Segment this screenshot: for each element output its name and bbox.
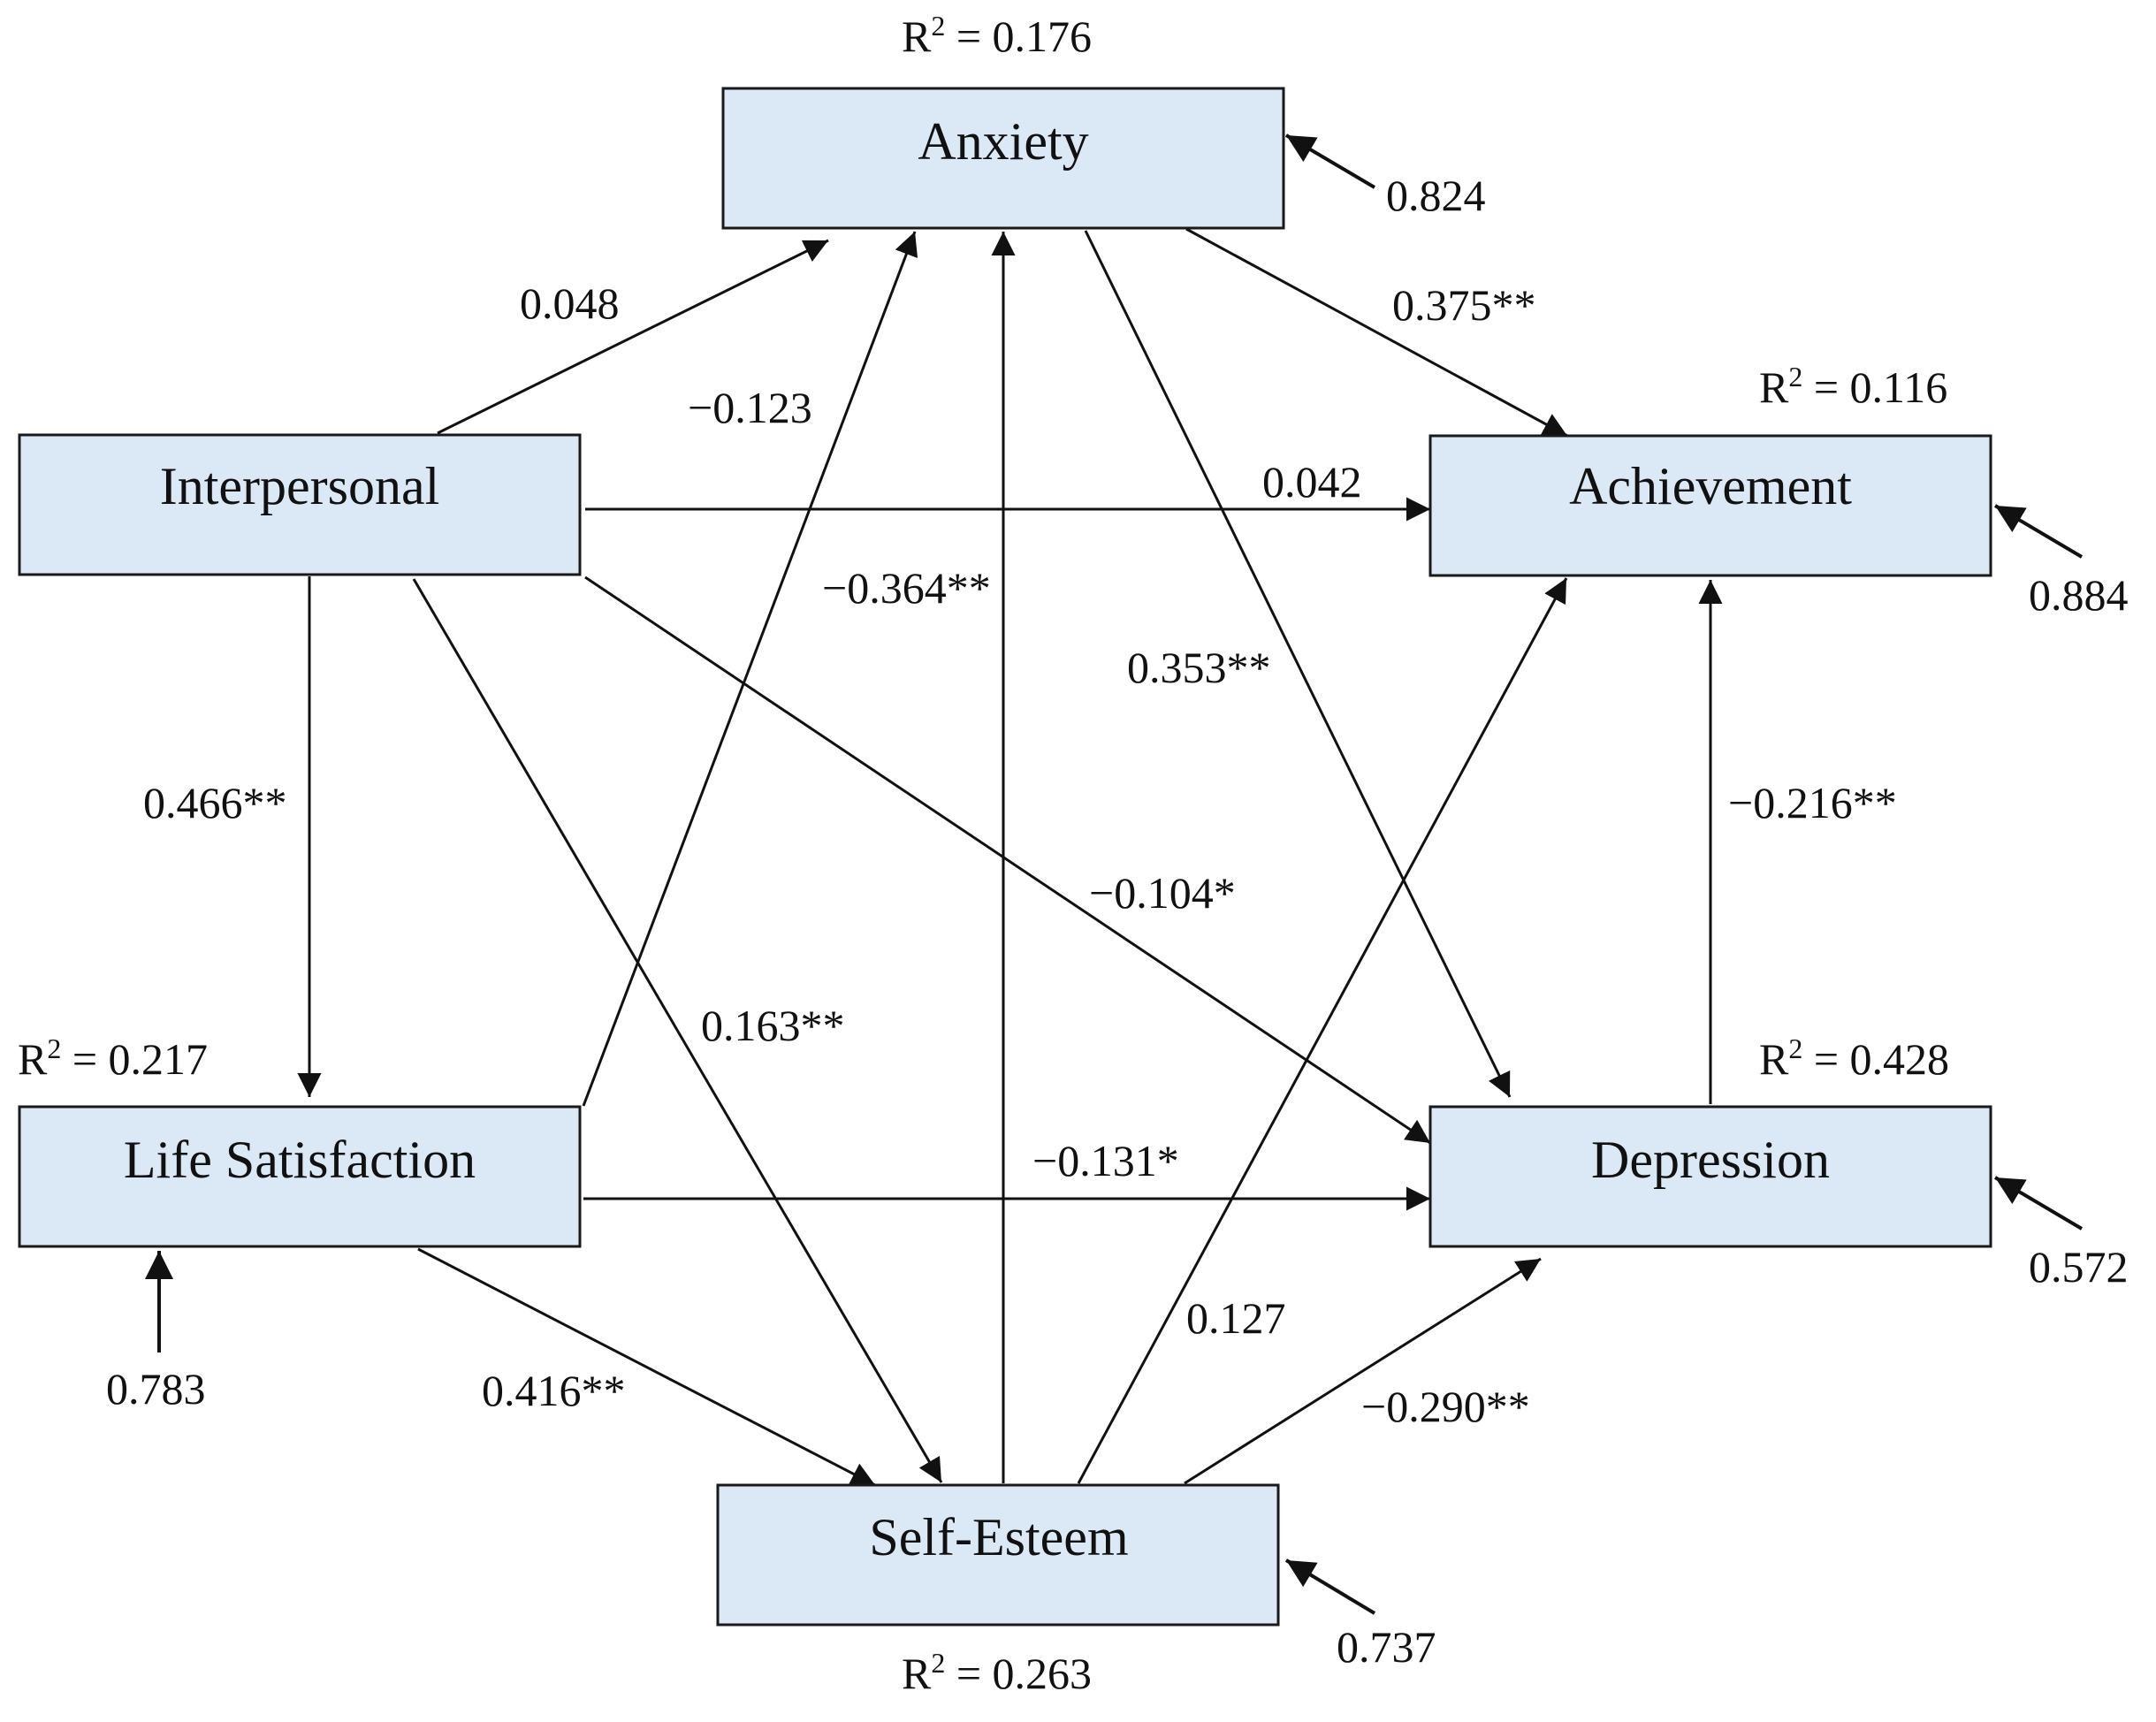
residual-arrow-depression [1993, 1176, 2084, 1231]
node-label-anxiety: Anxiety [918, 112, 1088, 171]
coef-lifesat-selfesteem: 0.416** [482, 1366, 626, 1415]
r2-label-self-esteem: R2 = 0.263 [902, 1647, 1092, 1698]
coef-selfesteem-achievement: 0.127 [1186, 1293, 1286, 1343]
residual-arrow-anxiety [1284, 133, 1376, 189]
node-interpersonal: Interpersonal [18, 433, 582, 576]
r2-label-anxiety: R2 = 0.176 [902, 10, 1092, 61]
coef-selfesteem-depression: −0.290** [1361, 1382, 1530, 1431]
coef-lifesat-anxiety: −0.123 [688, 383, 812, 432]
r2-label-life-satisfaction: R2 = 0.217 [18, 1032, 208, 1084]
coef-interpersonal-anxiety: 0.048 [520, 278, 620, 328]
residual-value-depression: 0.572 [2029, 1242, 2129, 1292]
node-anxiety: Anxiety [721, 87, 1285, 230]
node-label-life-satisfaction: Life Satisfaction [124, 1131, 476, 1189]
r2-label-achievement: R2 = 0.116 [1759, 361, 1947, 412]
residual-value-achievement: 0.884 [2029, 570, 2129, 620]
coef-anxiety-achievement: 0.375** [1392, 280, 1536, 330]
path-arrow-selfesteem-depression [1184, 1257, 1542, 1485]
path-arrow-anxiety-achievement [1185, 227, 1568, 438]
path-arrow-lifesat-anxiety [582, 231, 918, 1107]
path-arrow-interpersonal-depression [584, 575, 1431, 1145]
node-label-interpersonal: Interpersonal [160, 457, 440, 515]
node-label-self-esteem: Self-Esteem [869, 1508, 1128, 1566]
path-arrow-lifesat-selfesteem [417, 1247, 876, 1487]
path-arrow-selfesteem-achievement [1077, 577, 1568, 1484]
coef-interpersonal-achievement: 0.042 [1262, 457, 1362, 507]
residual-value-self-esteem: 0.737 [1337, 1622, 1436, 1672]
path-arrow-interpersonal-selfesteem [412, 578, 943, 1483]
coef-lifesat-depression: −0.131* [1032, 1136, 1179, 1185]
node-life-satisfaction: Life Satisfaction [18, 1105, 582, 1248]
residual-arrow-achievement [1993, 504, 2084, 559]
node-label-achievement: Achievement [1569, 457, 1852, 515]
r2-label-depression: R2 = 0.428 [1759, 1032, 1949, 1084]
coef-interpersonal-lifesat: 0.466** [143, 778, 287, 827]
node-self-esteem: Self-Esteem [716, 1483, 1280, 1627]
coef-depression-achievement: −0.216** [1728, 778, 1897, 827]
residual-arrow-self-esteem [1284, 1558, 1376, 1615]
path-arrow-anxiety-depression [1084, 230, 1512, 1098]
coef-interpersonal-depression: −0.104* [1089, 868, 1236, 918]
residual-value-anxiety: 0.824 [1386, 171, 1486, 220]
path-arrow-interpersonal-anxiety [437, 239, 829, 435]
node-depression: Depression [1428, 1105, 1992, 1248]
node-label-depression: Depression [1591, 1131, 1830, 1189]
coef-selfesteem-anxiety: −0.364** [822, 563, 991, 613]
node-achievement: Achievement [1428, 434, 1992, 577]
coef-interpersonal-selfesteem: 0.163** [701, 1001, 845, 1050]
coef-anxiety-depression: 0.353** [1127, 643, 1271, 692]
residual-value-life-satisfaction: 0.783 [106, 1364, 206, 1413]
